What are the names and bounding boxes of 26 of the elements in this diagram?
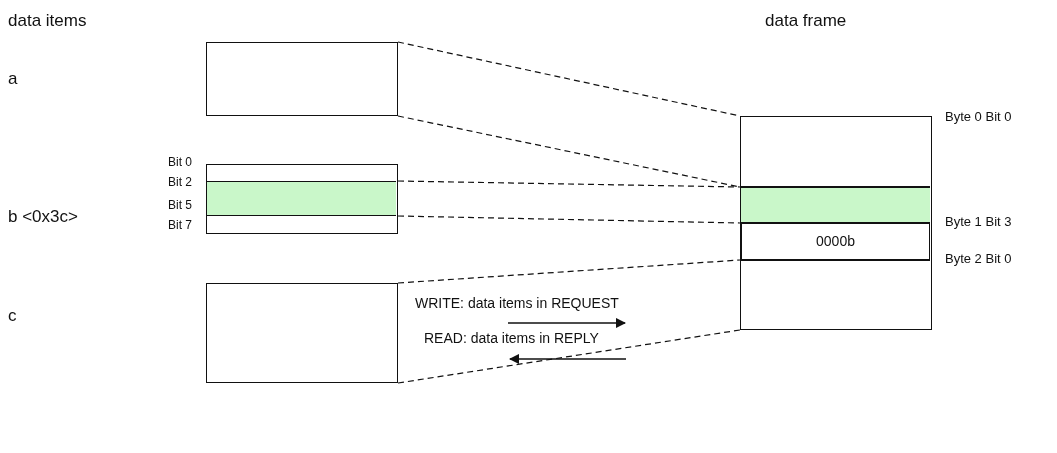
dashed-mapping-line: [397, 259, 741, 284]
item-name: a: [8, 70, 18, 87]
bit-position-label: Bit 7: [168, 219, 192, 231]
direction-label: WRITE: data items in REQUEST: [415, 296, 619, 310]
frame-segment: [741, 186, 930, 223]
bit-position-label: Byte 0 Bit 0: [945, 110, 1012, 123]
column-heading: data items: [8, 12, 87, 29]
bit-position-label: Byte 2 Bit 0: [945, 252, 1012, 265]
segment-value: 0000b: [815, 233, 856, 249]
data-item-box: [206, 164, 398, 234]
bit-position-label: Bit 0: [168, 156, 192, 168]
bit-position-label: Bit 5: [168, 199, 192, 211]
dashed-mapping-line: [397, 329, 741, 384]
bit-position-label: Bit 2: [168, 176, 192, 188]
data-item-box: [206, 283, 398, 383]
frame-segment: [741, 222, 930, 260]
item-name: c: [8, 307, 17, 324]
bit-field-segment: [207, 180, 396, 216]
data-item-box: [206, 42, 398, 116]
bit-position-label: Byte 1 Bit 3: [945, 215, 1012, 228]
direction-label: READ: data items in REPLY: [424, 331, 599, 345]
dashed-mapping-line: [397, 180, 741, 188]
dashed-mapping-line: [397, 215, 741, 224]
data-frame-box: [740, 116, 932, 330]
item-name: b <0x3c>: [8, 208, 78, 225]
column-heading: data frame: [765, 12, 847, 29]
